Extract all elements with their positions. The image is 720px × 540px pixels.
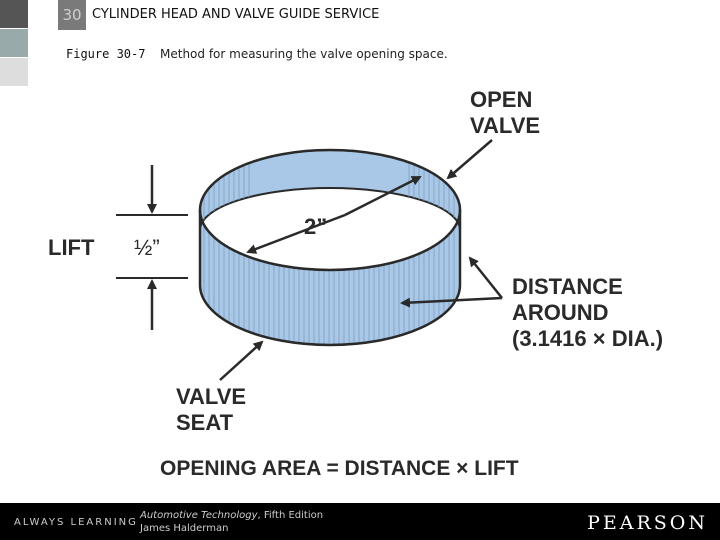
diameter-label: 2” [304,214,328,239]
valve-seat-arrow [219,340,264,381]
book-title: Automotive Technology [140,510,258,521]
distance-around-line-1: DISTANCE [512,274,623,299]
distance-around-line-2: AROUND [512,300,609,325]
header-thumbnails [0,0,58,90]
footer-book-info: Automotive Technology, Fifth Edition Jam… [140,509,323,535]
footer-tagline: ALWAYS LEARNING [14,517,138,528]
figure-label: Figure 30-7 [66,47,146,61]
distance-around-label: DISTANCE AROUND (3.1416 × DIA.) [512,274,663,352]
open-valve-arrow [446,139,493,180]
distance-around-arrow-bottom [400,296,503,308]
valve-opening-cylinder [198,148,462,347]
lift-value: ½” [134,235,160,260]
distance-around-arrow-top [468,256,503,299]
valve-seat-line-1: VALVE [176,384,247,409]
valve-seat-label: VALVE SEAT [176,384,246,436]
chapter-number: 30 [58,0,86,30]
open-valve-line-2: VALVE [470,113,541,138]
open-valve-line-1: OPEN [470,87,533,112]
lift-dimension [116,165,188,330]
pearson-logo: PEARSON [587,512,708,534]
splash-thumbnail-icon [0,29,28,57]
book-edition: , Fifth Edition [257,510,324,521]
car-thumbnail-icon [0,0,28,28]
opening-area-formula: OPENING AREA = DISTANCE × LIFT [160,457,519,480]
book-author: James Halderman [140,523,229,534]
chapter-title: CYLINDER HEAD AND VALVE GUIDE SERVICE [92,7,380,22]
distance-around-line-3: (3.1416 × DIA.) [512,326,664,351]
footer-bar: ALWAYS LEARNING Automotive Technology, F… [0,503,720,540]
open-valve-label: OPEN VALVE [470,87,540,139]
diameter-arrow-right [344,175,422,217]
red-car-thumbnail-icon [0,58,28,86]
lift-label: LIFT [48,235,95,260]
diameter-arrow [246,213,346,254]
cylinder-stripes [203,162,455,345]
valve-seat-line-2: SEAT [176,410,234,435]
figure-caption: Method for measuring the valve opening s… [160,47,448,61]
